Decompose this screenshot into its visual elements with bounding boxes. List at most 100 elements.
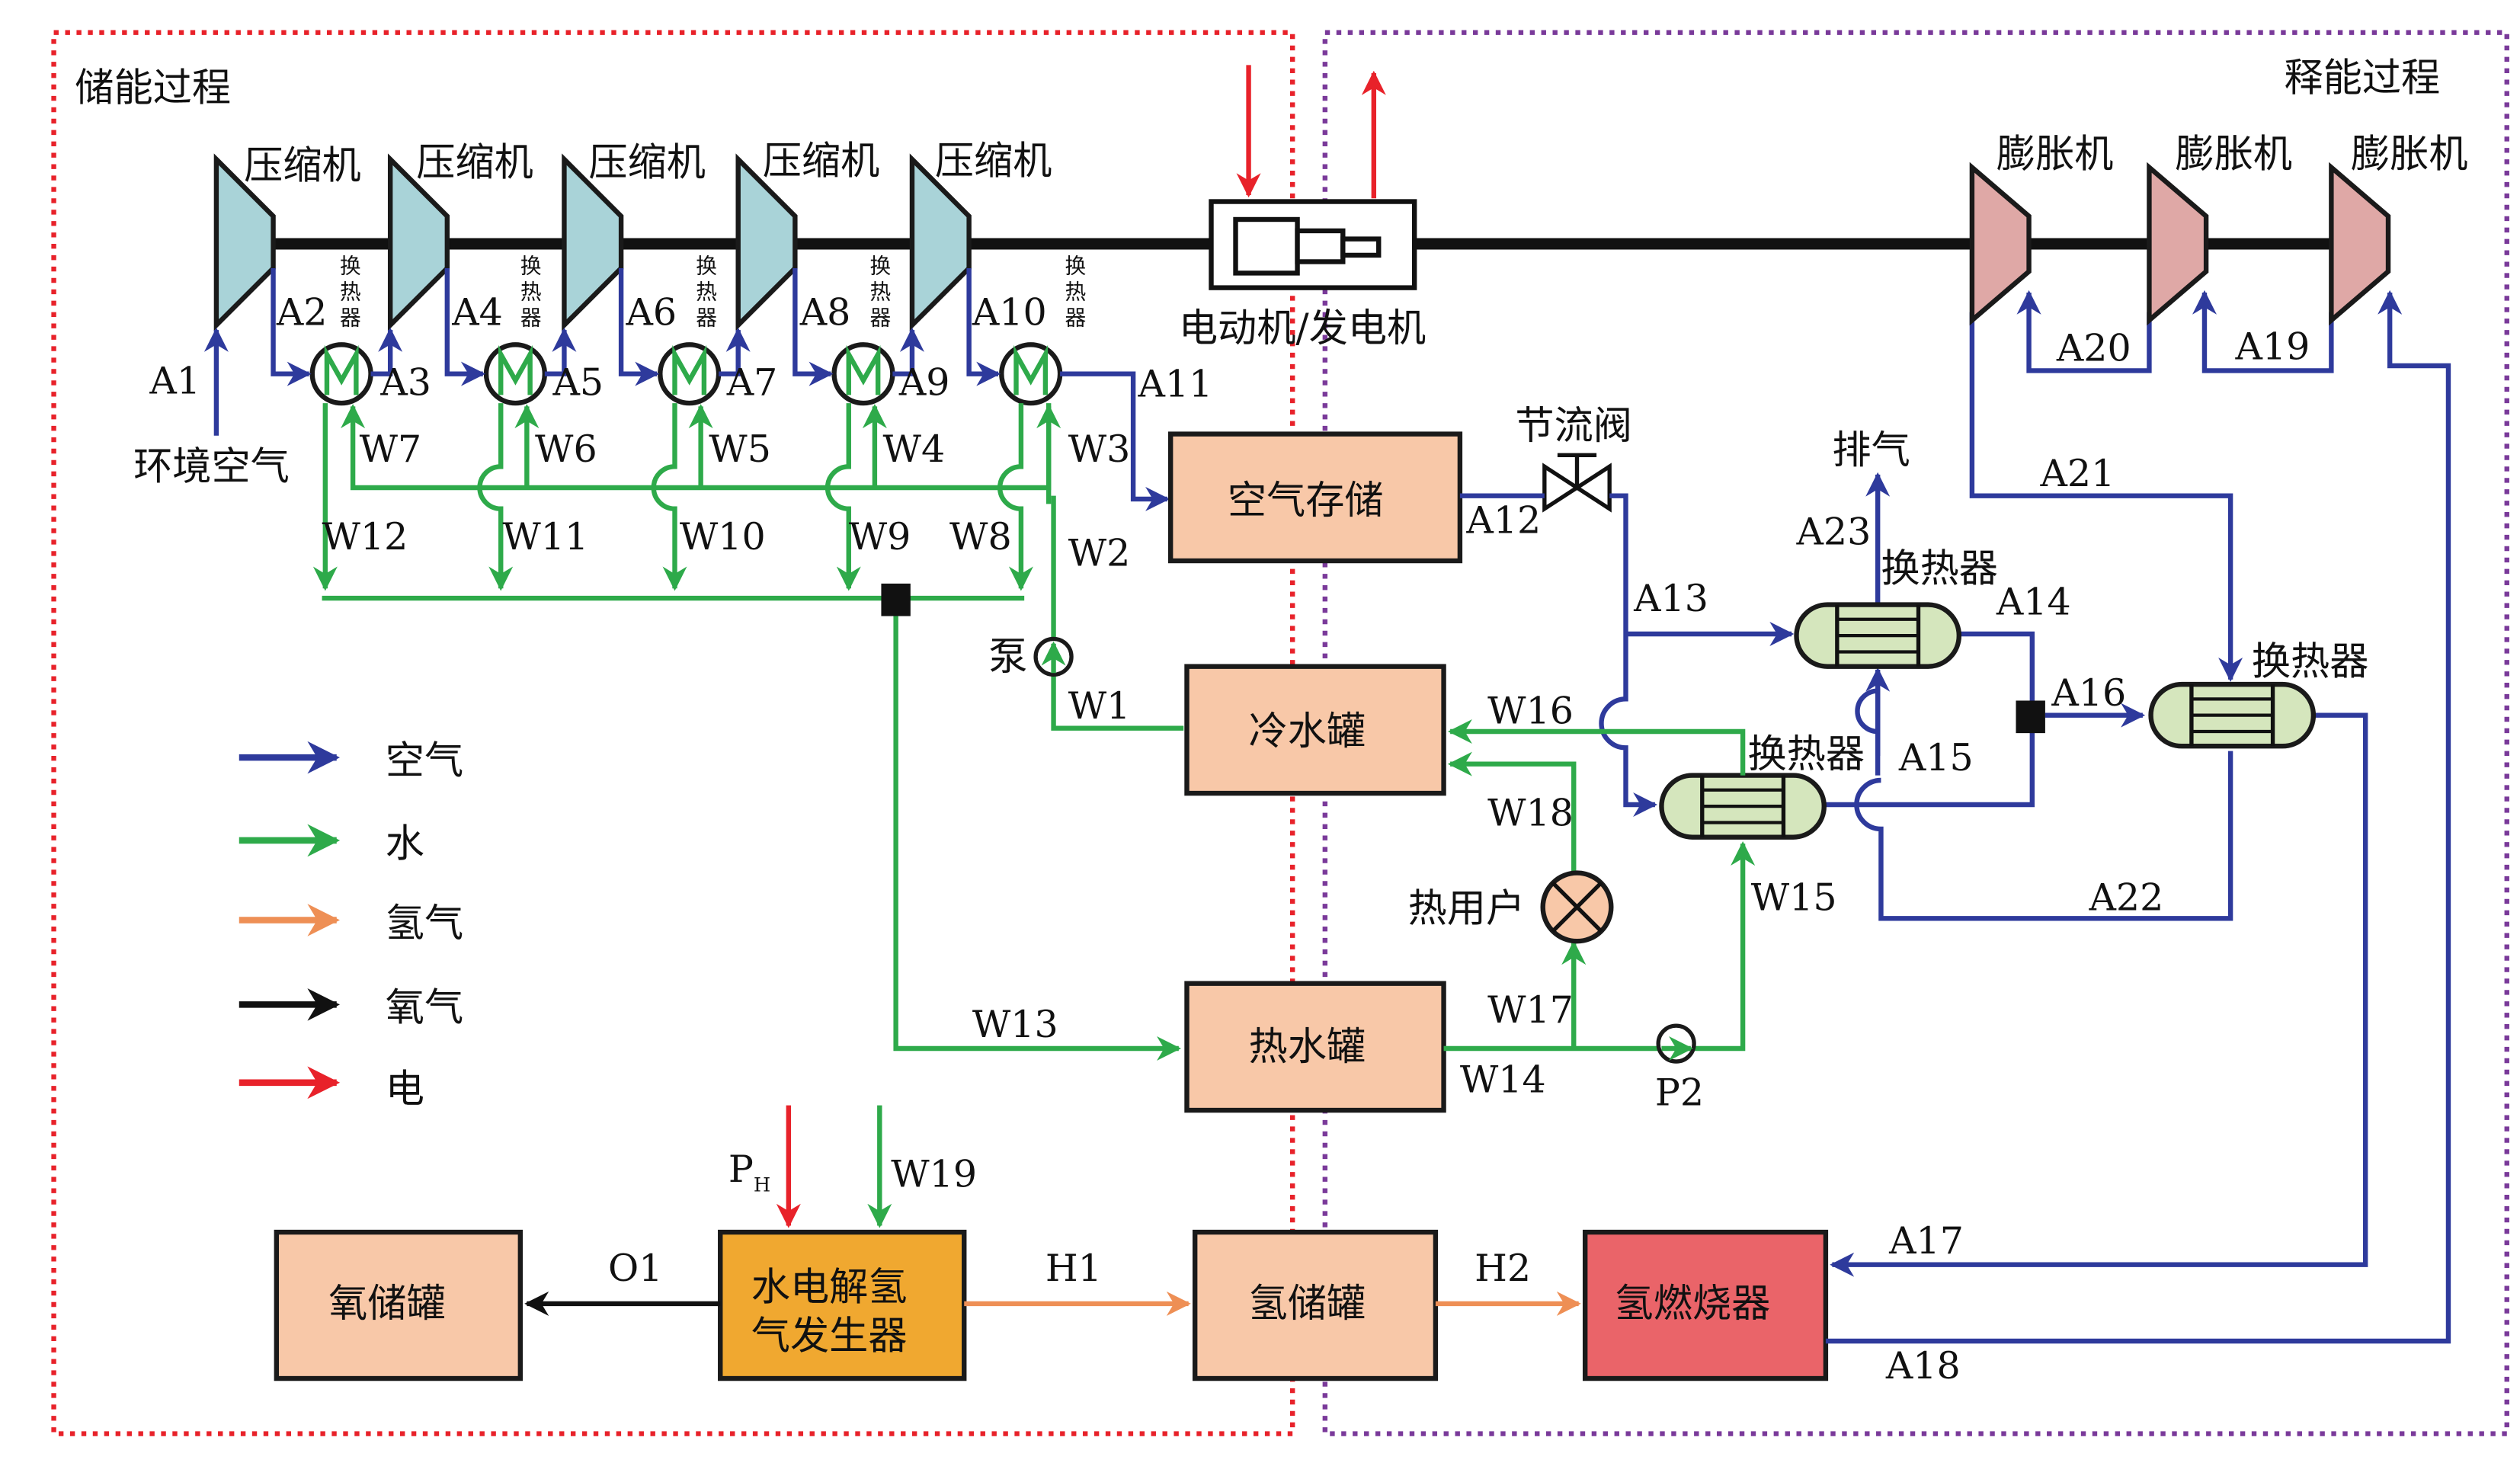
expander-label: 膨胀机 <box>2176 132 2293 178</box>
stream-label: A20 <box>2056 326 2131 370</box>
expander-1[interactable] <box>1969 162 2032 326</box>
cold-water-tank-label: 冷水罐 <box>1249 709 1366 754</box>
stream-label: W13 <box>972 1002 1058 1046</box>
stream-label: A16 <box>2051 671 2126 715</box>
stream-label: A15 <box>1898 735 1974 780</box>
stream-label: W18 <box>1487 791 1574 835</box>
storage-region-title: 储能过程 <box>75 65 231 110</box>
electrolyzer[interactable]: 水电解氢 气发生器 <box>718 1229 967 1381</box>
stream-label: A12 <box>1465 498 1541 543</box>
compressor-group: 压缩机 压缩机 压缩机 压缩机 压缩机 <box>213 138 1052 331</box>
pump-1[interactable] <box>1033 636 1074 677</box>
cold-water-tank[interactable]: 冷水罐 <box>1184 664 1446 796</box>
stream-label: W11 <box>502 514 588 559</box>
expander-label: 膨胀机 <box>2351 132 2468 178</box>
stream-label: W6 <box>535 427 597 471</box>
compressor-5[interactable] <box>909 153 972 331</box>
o1-label: O1 <box>608 1246 662 1290</box>
throttle-valve[interactable] <box>1542 453 1612 513</box>
expander-label: 膨胀机 <box>1996 132 2114 178</box>
air-mixer <box>2016 700 2045 734</box>
stream-label: A19 <box>2235 324 2310 368</box>
legend: 空气 水 氢气 氧气 电 <box>239 738 463 1112</box>
intercooler-3[interactable] <box>658 342 722 406</box>
electrolyzer-label: 气发生器 <box>751 1314 908 1359</box>
stream-label: W10 <box>680 514 766 559</box>
intercooler-1[interactable] <box>309 342 373 406</box>
stream-label: W2 <box>1068 530 1131 575</box>
stream-label: A17 <box>1888 1218 1964 1263</box>
hydrogen-tank[interactable]: 氢储罐 <box>1192 1229 1439 1381</box>
stream-label: W12 <box>322 514 408 559</box>
pump-1-label: 泵 <box>988 634 1027 680</box>
stream-label: W3 <box>1068 427 1131 471</box>
compressor-label: 压缩机 <box>416 139 533 185</box>
stream-label: A9 <box>898 360 950 404</box>
stream-label: W1 <box>1068 683 1131 728</box>
motor-generator[interactable] <box>1209 199 1417 290</box>
air-stream-labels: A1 A2 A3 A4 A5 A6 A7 A8 A9 A10 A11 A12 A… <box>149 290 2310 1388</box>
legend-air-label: 空气 <box>386 738 463 783</box>
heat-user[interactable] <box>1540 870 1614 944</box>
stream-label: A2 <box>276 290 328 335</box>
legend-water-label: 水 <box>386 821 424 866</box>
legend-electricity-label: 电 <box>386 1066 424 1112</box>
intercooler-4[interactable] <box>831 342 895 406</box>
stream-label: A14 <box>1996 579 2071 623</box>
water-cooling-lines <box>312 403 1184 1061</box>
stream-label: A6 <box>626 290 677 335</box>
stream-label: W19 <box>891 1151 977 1196</box>
compressor-4[interactable] <box>735 153 798 331</box>
stream-label: A7 <box>726 360 778 404</box>
pump-2[interactable] <box>1656 1023 1696 1064</box>
hx-small-label: 换热器 <box>870 253 892 330</box>
h2-label: H2 <box>1475 1246 1531 1290</box>
heat-exchanger-2[interactable] <box>1659 773 1827 840</box>
expander-3[interactable] <box>2329 162 2391 326</box>
air-compression-lines <box>203 268 1170 511</box>
stream-label: A13 <box>1633 576 1708 620</box>
compressor-label: 压缩机 <box>935 138 1052 184</box>
stream-label: W17 <box>1487 988 1574 1032</box>
compressor-label: 压缩机 <box>588 139 706 185</box>
ph-label: PH <box>728 1147 770 1197</box>
legend-hydrogen-label: 氢气 <box>386 901 463 946</box>
stream-label: A8 <box>799 290 851 335</box>
stream-label: A22 <box>2089 876 2164 920</box>
stream-label: W5 <box>709 427 771 471</box>
stream-label: A10 <box>972 290 1047 335</box>
stream-label: A21 <box>2040 451 2115 495</box>
heat-exchanger-1[interactable] <box>1794 602 1962 669</box>
motor-generator-label: 电动机/发电机 <box>1179 306 1426 351</box>
exhaust-label: 排气 <box>1832 427 1910 473</box>
electrolyzer-label: 水电解氢 <box>751 1265 908 1311</box>
throttle-valve-label: 节流阀 <box>1515 403 1632 449</box>
air-storage-label: 空气存储 <box>1228 478 1384 523</box>
stream-label: W8 <box>949 514 1012 559</box>
hx-label: 换热器 <box>1748 732 1865 777</box>
compressor-label: 压缩机 <box>244 143 361 189</box>
stream-label: W7 <box>360 427 422 471</box>
stream-label: A3 <box>379 360 431 404</box>
water-release-lines <box>1443 719 1756 1052</box>
expander-group: 膨胀机 膨胀机 膨胀机 <box>1969 132 2468 326</box>
legend-oxygen-label: 氧气 <box>386 985 463 1031</box>
hx-small-label: 换热器 <box>696 253 717 330</box>
expander-2[interactable] <box>2147 162 2209 326</box>
air-storage[interactable]: 空气存储 <box>1167 431 1463 564</box>
heat-user-label: 热用户 <box>1408 886 1526 932</box>
stream-label: A5 <box>552 360 604 404</box>
intercooler-5[interactable] <box>999 342 1063 406</box>
stream-label: W4 <box>883 427 946 471</box>
water-stream-labels: W1 W2 W3 W4 W5 W6 W7 W8 W9 W10 W11 W12 W… <box>322 427 1837 1196</box>
stream-label: A23 <box>1796 510 1872 554</box>
hydrogen-burner[interactable]: 氢燃烧器 <box>1582 1229 1829 1381</box>
ambient-air-label: 环境空气 <box>133 443 290 489</box>
stream-label: W15 <box>1751 876 1837 920</box>
intercooler-2[interactable] <box>483 342 548 406</box>
heat-exchanger-3[interactable] <box>2148 681 2317 749</box>
hot-water-tank[interactable]: 热水罐 <box>1184 981 1446 1113</box>
p2-label: P2 <box>1655 1071 1704 1115</box>
hx-small-label: 换热器 <box>1065 253 1087 330</box>
oxygen-tank[interactable]: 氧储罐 <box>274 1229 524 1381</box>
